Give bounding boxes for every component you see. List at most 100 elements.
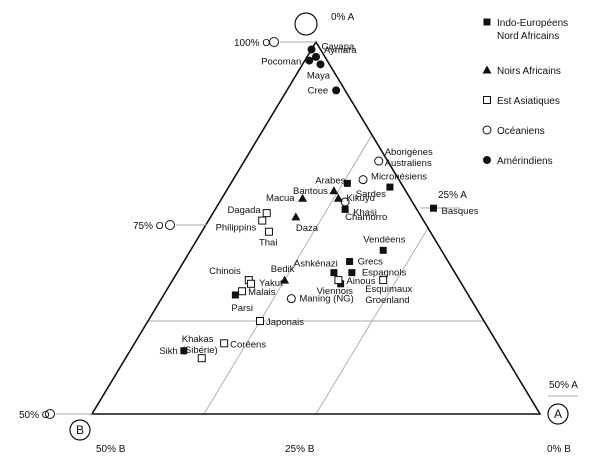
point-label-kikuyu: Kikuyu <box>346 193 375 204</box>
point-khasi <box>341 205 349 213</box>
point-bedik <box>280 275 290 284</box>
point-parsi <box>231 291 239 299</box>
point-thai <box>264 227 273 236</box>
tick-o-marker-o-75 <box>165 220 175 230</box>
legend-marker-0 <box>483 18 491 26</box>
point-label-maning-ng: Maning (NG) <box>299 294 353 305</box>
edge-ticks: 100% O 75% O 50% O 0% A 25% A 50% A 50% B 25% B… <box>19 12 578 455</box>
point-maya <box>316 60 325 69</box>
vertex-labels: AB <box>69 403 569 441</box>
point-label-cayapa: Cayapa <box>322 41 355 52</box>
point-label-chamorro: Chamorro <box>345 212 387 223</box>
point-japonais <box>256 317 264 325</box>
vertex-a-label: A <box>554 407 562 421</box>
point-aymara <box>312 52 320 61</box>
tick-label-a-25: 25% A <box>438 190 467 201</box>
point-label-maya: Maya <box>307 70 331 81</box>
point-label-micronesiens: Micronésiens <box>371 172 427 183</box>
point-aborigenes-australiens <box>374 156 384 166</box>
tick-o-marker-o-100 <box>269 37 279 47</box>
point-kikuyu <box>333 193 343 202</box>
point-label-bedik: Bedik <box>271 264 295 275</box>
tick-label-b-50: 50% B <box>96 444 126 455</box>
point-label-ashkenazi: Ashkénazi <box>294 259 338 270</box>
point-label-daza: Daza <box>296 223 319 234</box>
vertex-b-label: B <box>76 423 84 437</box>
point-basques <box>430 204 438 212</box>
tick-label-o-75: 75% O <box>133 221 164 232</box>
series-indo-europeens-nord-africains: ArabesSardesBasquesKhasiVendéensGrecsAsh… <box>159 175 478 356</box>
point-micronesiens <box>358 175 368 185</box>
legend-label-4: Amérindiens <box>497 156 553 167</box>
tick-label-b-25: 25% B <box>285 444 315 455</box>
point-bantous <box>329 186 339 195</box>
legend-marker-3 <box>482 125 492 135</box>
triangle-outline <box>90 40 542 415</box>
point-label-basques: Basques <box>442 206 479 217</box>
point-cayapa <box>307 45 316 54</box>
point-label-espagnols: Espagnols <box>362 268 407 279</box>
tick-label-a-50: 50% A <box>549 380 578 391</box>
point-label-bantous: Bantous <box>293 186 328 197</box>
tick-label-o-100: 100% O <box>234 38 270 49</box>
point-maning-ng <box>286 294 296 304</box>
point-label-dagada: Dagada <box>227 205 261 216</box>
point-sardes <box>386 183 394 191</box>
point-macua <box>298 193 308 202</box>
point-yakut <box>247 279 256 288</box>
point-label-malais: Malais <box>248 287 276 298</box>
point-label-ainous: Ainous <box>346 276 375 287</box>
legend-marker-1 <box>482 65 492 74</box>
point-philippins <box>258 216 267 225</box>
point-label-cree: Cree <box>308 85 329 96</box>
point-coreens <box>220 339 229 348</box>
point-label-viennois: Viennois <box>317 286 354 297</box>
point-label-khakas-siberie: Khakas(Sibérie) <box>182 334 218 356</box>
point-ainous <box>334 276 343 285</box>
point-khakas-siberie <box>197 354 206 363</box>
legend-label-2: Est Asiatiques <box>497 96 560 107</box>
legend-marker-2 <box>483 96 491 104</box>
point-espagnols <box>348 269 356 277</box>
tick-o-marker-o-50 <box>45 409 55 419</box>
point-label-chinois: Chinois <box>209 266 241 277</box>
point-label-aymara: Aymara <box>324 45 357 56</box>
tick-label-a-0: 0% A <box>331 12 355 23</box>
point-dagada <box>262 209 271 218</box>
point-label-vendeens: Vendéens <box>363 234 406 245</box>
point-pocoman <box>305 56 314 65</box>
apex-circle <box>294 12 318 36</box>
vertex-b-circle <box>69 419 91 441</box>
point-vendeens <box>379 246 387 254</box>
point-label-pocoman: Pocoman <box>261 57 301 68</box>
point-label-grecs: Grecs <box>358 256 384 267</box>
point-label-arabes: Arabes <box>315 175 345 186</box>
point-sikh <box>180 347 188 355</box>
point-label-macua: Macua <box>266 193 295 204</box>
point-grecs <box>346 257 354 265</box>
vertex-a-circle <box>547 403 569 425</box>
legend-label-3: Océaniens <box>497 126 545 137</box>
series-est-asiatiques: DagadaPhilippinsThaiChinoisYakutMalaisAi… <box>182 205 412 363</box>
ternary-triangle <box>90 40 542 415</box>
tick-label-o-50: 50% O <box>19 410 50 421</box>
point-label-thai: Thai <box>259 238 277 249</box>
point-esquimaux-groenland <box>379 276 388 285</box>
point-cree <box>332 86 341 95</box>
point-label-philippins: Philippins <box>216 223 257 234</box>
legend-label-1: Noirs Africains <box>497 66 561 77</box>
point-malais <box>238 287 247 296</box>
point-daza <box>291 212 301 221</box>
tick-label-b-0: 0% B <box>547 444 571 455</box>
legend-marker-4 <box>483 156 491 164</box>
point-label-japonais: Japonais <box>266 317 304 328</box>
point-label-khasi: Khasi <box>353 207 377 218</box>
point-label-sikh: Sikh <box>159 346 177 357</box>
point-ashkenazi <box>330 269 338 277</box>
